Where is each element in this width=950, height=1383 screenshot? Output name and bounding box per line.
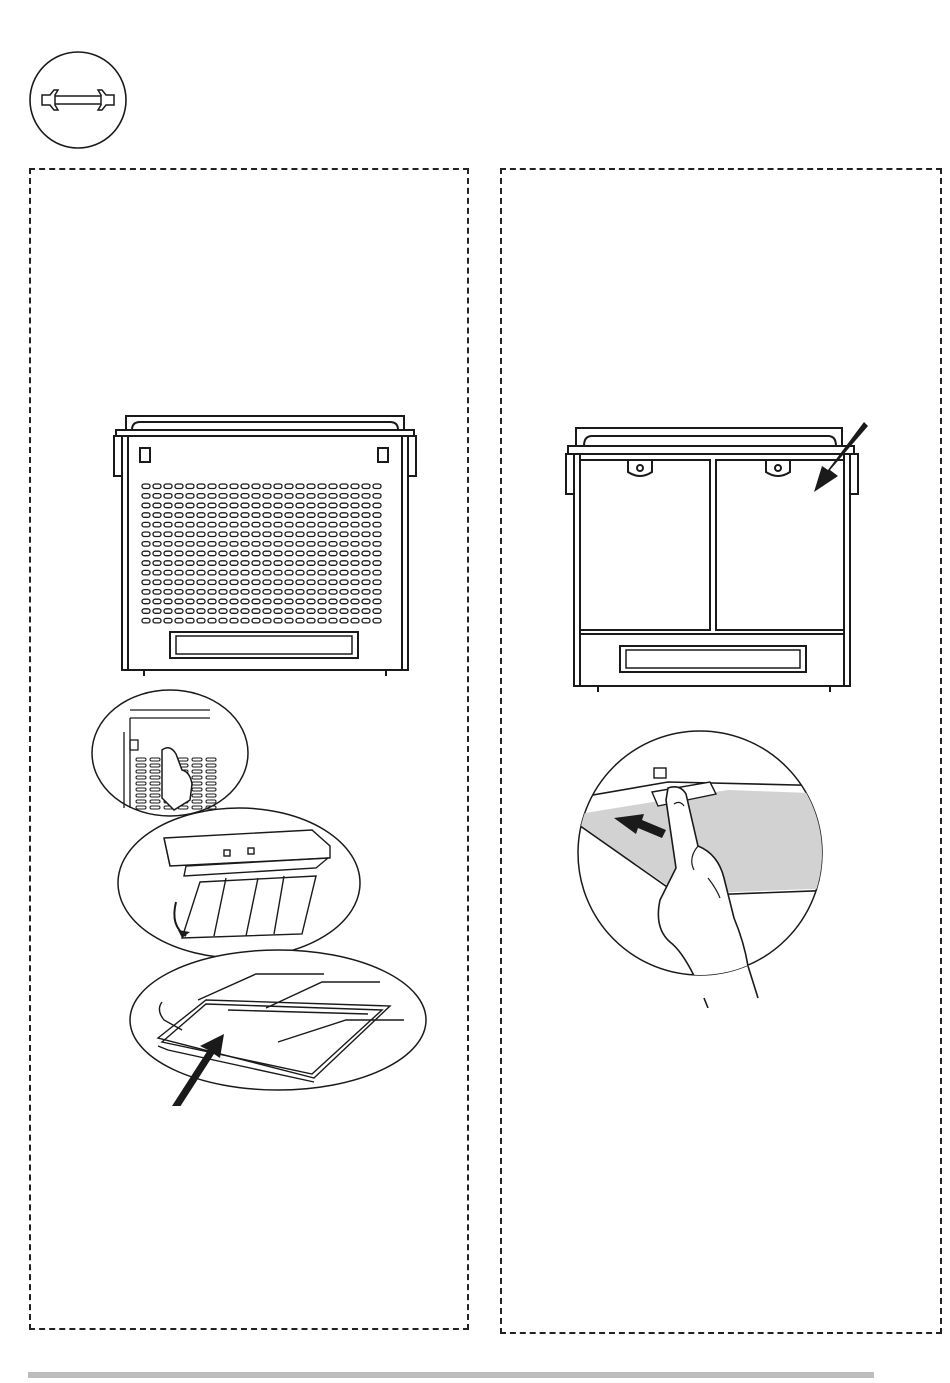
wrench-icon [28, 50, 128, 150]
footer-bar [28, 1372, 874, 1378]
hood-front-grille [110, 408, 420, 680]
filter-removal [128, 946, 428, 1106]
maintenance-badge [28, 50, 128, 150]
filter-slide-detail [548, 728, 838, 1008]
release-button-detail [90, 688, 250, 818]
hood-front-filters [562, 420, 872, 692]
hood-open-panel [116, 806, 362, 960]
